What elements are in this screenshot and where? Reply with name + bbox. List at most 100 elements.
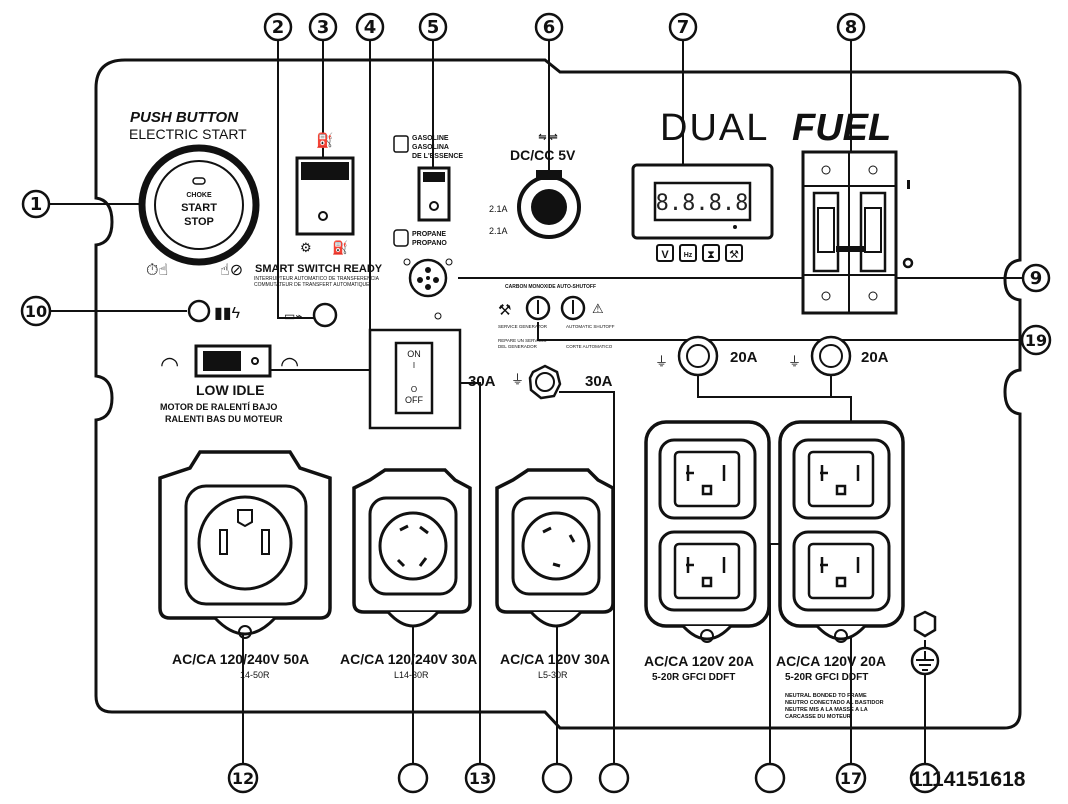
svg-text:START: START [181, 202, 217, 214]
start-stop-button[interactable]: CHOKE START STOP [138, 144, 260, 266]
brand-dual: DUAL [660, 107, 769, 149]
outlet-gfci-2-label: AC/CA 120V 20A [776, 653, 886, 669]
speedometer-low-icon: ◠ [160, 352, 179, 377]
bottom-callout-label: 1114151618 [911, 768, 1026, 791]
callout-3: 3 [308, 12, 338, 42]
low-idle-line2: RALENTI BAS DU MOTEUR [165, 414, 283, 424]
svg-text:V: V [661, 249, 669, 261]
usb-icon: ⇋ ⇌ [538, 132, 558, 143]
outlet-gfci-2[interactable] [778, 420, 905, 643]
start-hand-icons: ⏱☝ ☝⊘ [146, 262, 243, 279]
meter-button-hz[interactable]: Hz [679, 244, 697, 262]
callout-12: 12 [227, 762, 259, 794]
smart-switch-port[interactable]: ▭⌁ [284, 302, 338, 328]
svg-text:Hz: Hz [684, 252, 693, 259]
neutral-line1: NEUTRAL BONDED TO FRAME [785, 693, 867, 699]
breaker-30a-button[interactable] [528, 364, 562, 400]
dc-label: DC/CC 5V [510, 147, 576, 163]
dc-outlet[interactable] [517, 170, 581, 239]
smart-switch-title: SMART SWITCH READY [255, 263, 383, 275]
outlet-14-50r[interactable] [158, 450, 332, 639]
breaker-20a-2-symbol: ⏚ [788, 354, 801, 369]
outlet-l5-30-type: L5-30R [538, 670, 568, 680]
co-left2: REPARE UN SERVICIO [498, 338, 547, 343]
usb-1-label: 2.1A [489, 204, 508, 214]
svg-text:GASOLINA: GASOLINA [412, 144, 449, 151]
svg-text:⧗: ⧗ [707, 249, 715, 261]
svg-text:O: O [411, 385, 417, 394]
breaker-30a-label-left: 30A [468, 373, 496, 390]
callout-9: 9 [1021, 263, 1051, 293]
svg-text:7: 7 [677, 17, 690, 38]
callout-8: 8 [836, 12, 866, 42]
callout-2: 2 [263, 12, 293, 42]
svg-text:4: 4 [364, 17, 377, 38]
svg-text:5: 5 [427, 17, 440, 38]
breaker-20a-1-label: 20A [730, 349, 758, 366]
neutral-line3: NEUTRE MIS A LA MASSE A LA [785, 707, 868, 713]
breaker-20a-2-button[interactable] [810, 335, 852, 377]
low-idle-switch[interactable]: ◠ ◠ [160, 344, 299, 378]
callout-10: 10 [20, 295, 52, 327]
speedometer-high-icon: ◠ [280, 352, 299, 377]
svg-text:I: I [413, 361, 415, 370]
meter-button-hourglass[interactable]: ⧗ [702, 244, 720, 262]
brand-fuel: FUEL [792, 107, 891, 149]
svg-text:⚙: ⚙ [300, 240, 312, 255]
engine-switch[interactable]: ⛽ ⚙ ⛽ [295, 132, 355, 255]
outlet-l14-30r[interactable] [352, 468, 472, 628]
callout-13: 13 [464, 762, 496, 794]
outlet-l5-30-label: AC/CA 120V 30A [500, 651, 610, 667]
propane-inlet[interactable] [403, 258, 453, 320]
low-idle-title: LOW IDLE [196, 382, 264, 398]
svg-text:▭⌁: ▭⌁ [284, 309, 303, 323]
breaker-20a-1-button[interactable] [677, 335, 719, 377]
callout-19: 19 [1020, 324, 1052, 356]
smart-switch-line1: INTERRUPTEUR AUTOMATICO DE TRANSFERENCIA [254, 276, 380, 282]
meter-button-v[interactable]: V [656, 244, 674, 262]
svg-text:⚒: ⚒ [498, 302, 511, 319]
callout-blank-4 [754, 762, 786, 794]
co-service-indicator: ⚒ [498, 295, 551, 321]
outlet-l5-30r[interactable] [495, 468, 615, 628]
fuel-selector-switch[interactable]: GASOLINE GASOLINA DE L'ESSENCE PROPANE P… [393, 135, 463, 247]
digital-meter: 8.8.8.8 [631, 163, 774, 240]
breaker-20a-2-label: 20A [861, 349, 889, 366]
svg-text:STOP: STOP [184, 216, 214, 228]
callout-11-group [909, 762, 941, 794]
meter-display: 8.8.8.8 [656, 191, 749, 216]
svg-text:8: 8 [845, 17, 858, 38]
neutral-line2: NEUTRO CONECTADO AL BASTIDOR [785, 700, 884, 706]
svg-text:CHOKE: CHOKE [186, 192, 212, 199]
svg-text:3: 3 [317, 17, 330, 38]
svg-text:⚒: ⚒ [729, 249, 739, 261]
neutral-line4: CARCASSE DU MOTEUR [785, 714, 851, 720]
callout-5: 5 [418, 12, 448, 42]
voltage-switch[interactable]: ON I O OFF [368, 328, 462, 430]
svg-text:6: 6 [543, 17, 556, 38]
breaker-30a-label-right: 30A [585, 373, 613, 390]
outlet-gfci-1[interactable] [644, 420, 771, 643]
svg-text:⚠: ⚠ [592, 301, 604, 316]
svg-text:19: 19 [1025, 331, 1047, 350]
low-idle-line1: MOTOR DE RALENTÍ BAJO [160, 402, 277, 412]
meter-button-wrench[interactable]: ⚒ [725, 244, 743, 262]
svg-text:⛽: ⛽ [316, 132, 333, 149]
svg-text:1: 1 [30, 194, 43, 215]
svg-text:12: 12 [232, 769, 254, 788]
co-left1: SERVICE GENERATOR [498, 324, 548, 329]
outlet-50a-label: AC/CA 120/240V 50A [172, 651, 309, 667]
co-header: CARBON MONOXIDE AUTO-SHUTOFF [505, 284, 596, 290]
ground-terminal[interactable] [910, 610, 940, 676]
svg-text:10: 10 [25, 302, 47, 321]
svg-text:☝⊘: ☝⊘ [220, 262, 243, 279]
callout-4: 4 [355, 12, 385, 42]
breaker-30a-symbol: ⏚ [511, 372, 524, 387]
start-title: PUSH BUTTON [130, 109, 239, 126]
breaker-20a-1-symbol: ⏚ [655, 354, 668, 369]
svg-text:GASOLINE: GASOLINE [412, 135, 449, 142]
main-circuit-breaker[interactable] [801, 150, 898, 315]
svg-text:9: 9 [1030, 268, 1043, 289]
callout-blank-2 [541, 762, 573, 794]
co-right2: CORTE AUTOMATICO [566, 344, 613, 349]
